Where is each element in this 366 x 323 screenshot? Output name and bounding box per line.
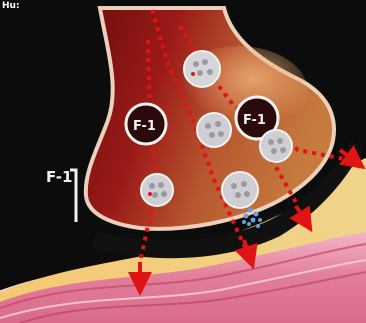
vesicle-label-a: F-1 [133,119,156,134]
vesicle-left-dark: F-1 [126,104,166,144]
top-label: Hu: [2,1,20,11]
vesicle-top [184,51,220,87]
vesicle-center [197,113,231,147]
vesicle-fusing [222,172,258,208]
left-label: F-1 [46,168,72,186]
vesicle-label-b: F-1 [243,113,266,128]
vesicle-lower-left [141,174,173,206]
vesicle-right [260,130,292,162]
